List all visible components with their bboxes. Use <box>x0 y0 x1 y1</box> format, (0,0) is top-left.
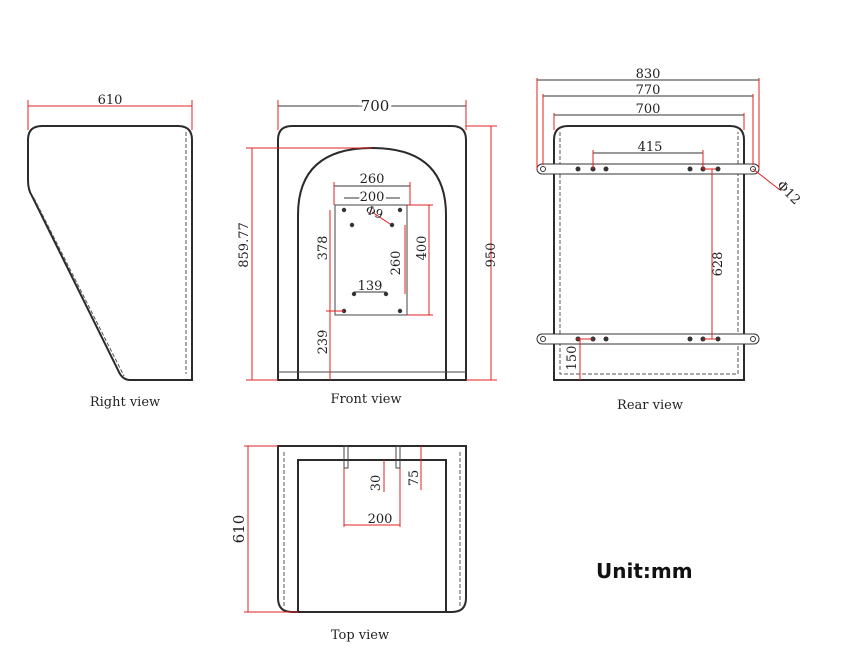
right-width-label: 610 <box>98 93 123 108</box>
rear-bracket-top <box>536 163 760 175</box>
top-view-caption: Top view <box>331 628 389 643</box>
rear-hole <box>750 336 756 342</box>
top-slot-width-label: 200 <box>368 512 393 527</box>
rear-hidden-line <box>559 132 739 375</box>
rear-bracket-spacing-label: 628 <box>711 252 726 277</box>
top-hidden-line <box>283 452 461 606</box>
rear-bottom-offset-label: 150 <box>565 346 580 371</box>
front-hole <box>397 207 403 213</box>
front-panel-inner-height-label: 378 <box>316 236 331 261</box>
right-view-hidden-line <box>33 132 187 377</box>
rear-hole-dia-label: Φ12 <box>773 178 803 208</box>
front-panel-width-label: 260 <box>360 172 385 187</box>
right-view-outline <box>27 125 193 381</box>
front-view-caption: Front view <box>330 392 401 407</box>
rear-hole <box>603 336 609 342</box>
top-slot-right <box>395 445 401 469</box>
rear-leader <box>752 168 781 191</box>
top-slot-left <box>343 445 349 469</box>
front-hole <box>351 291 357 297</box>
rear-bracket-bottom <box>536 333 760 345</box>
rear-view-caption: Rear view <box>617 398 683 413</box>
front-panel <box>334 204 408 316</box>
rear-hole <box>715 166 721 172</box>
front-arch-height-label: 859.77 <box>237 222 252 268</box>
front-hole <box>383 291 389 297</box>
rear-hole <box>540 336 546 342</box>
top-slot-depth-a-label: 30 <box>369 475 384 492</box>
front-hole-vspacing-label: 260 <box>389 251 404 276</box>
rear-hole <box>687 336 693 342</box>
front-width-label: 700 <box>361 97 390 115</box>
rear-view-outline <box>553 125 745 381</box>
rear-view: 830 770 700 415 Φ12 628 150 Rear view <box>536 67 803 413</box>
front-height-label: 950 <box>484 243 499 268</box>
front-base-offset-label: 239 <box>316 330 331 355</box>
rear-width-770-label: 770 <box>636 83 661 98</box>
front-hole-hspacing-label: 139 <box>358 279 383 294</box>
front-panel-height-label: 400 <box>415 236 430 261</box>
front-hole-width-label: 200 <box>360 190 385 205</box>
rear-hole <box>715 336 721 342</box>
unit-note: Unit:mm <box>596 559 693 583</box>
rear-hole <box>687 166 693 172</box>
top-slot-depth-b-label: 75 <box>407 470 422 487</box>
top-depth-label: 610 <box>230 515 248 544</box>
front-hole <box>341 207 347 213</box>
front-view: 700 950 859.77 260 200 Φ9 378 400 260 <box>237 94 499 407</box>
rear-hole <box>603 166 609 172</box>
front-hole <box>349 222 355 228</box>
front-hole <box>389 222 395 228</box>
top-view-outline <box>277 445 467 613</box>
right-view: 610 Right view <box>27 93 193 410</box>
rear-hole <box>540 166 546 172</box>
rear-width-830-label: 830 <box>636 67 661 82</box>
front-hole <box>397 308 403 314</box>
rear-hole-spacing-label: 415 <box>638 140 663 155</box>
front-leader <box>371 211 391 225</box>
rear-hole <box>575 166 581 172</box>
top-view: 610 200 30 75 Top view <box>230 445 467 643</box>
front-hole-dia-label: Φ9 <box>364 203 385 222</box>
right-view-caption: Right view <box>90 395 160 410</box>
front-view-outline <box>277 125 467 381</box>
top-view-inner <box>297 459 447 612</box>
rear-width-700-label: 700 <box>636 102 661 117</box>
